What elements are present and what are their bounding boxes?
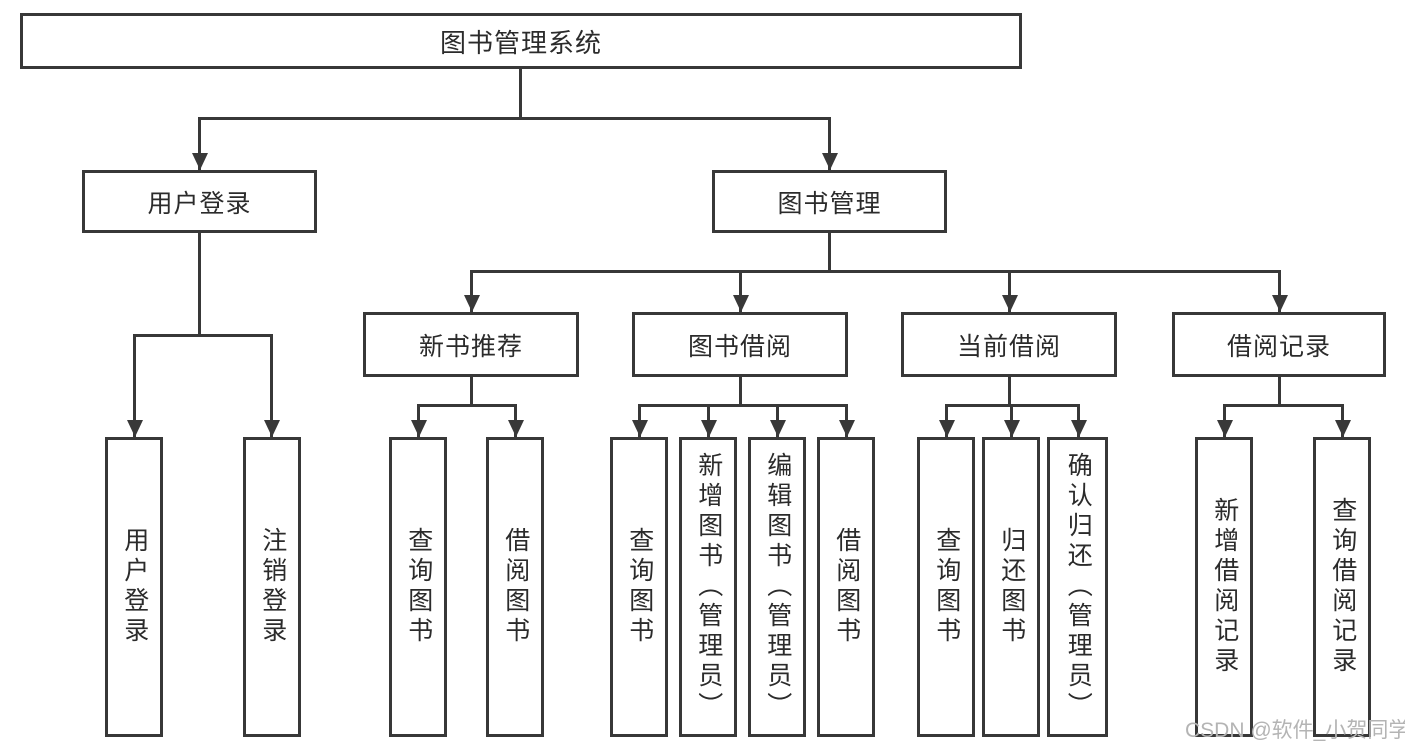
leaf-user-login: 用户登录 bbox=[105, 437, 163, 737]
connector-arrow-to-leaf-user-login bbox=[126, 334, 143, 437]
leaf-query-books-current: 查询图书 bbox=[917, 437, 975, 737]
node-new-book-recommend-label: 新书推荐 bbox=[418, 332, 523, 361]
connector-arrow-bb-leaf-4 bbox=[838, 404, 855, 437]
connector-arrow-to-new-book-recommend bbox=[463, 270, 480, 312]
leaf-query-books-borrow-label: 查询图书 bbox=[625, 527, 654, 647]
arrowhead-icon bbox=[1334, 420, 1351, 437]
arrowhead-icon bbox=[507, 420, 524, 437]
leaf-confirm-return-admin-label: 确认归还（管理员） bbox=[1064, 452, 1093, 722]
arrowhead-icon bbox=[1070, 420, 1087, 437]
leaf-query-books-borrow: 查询图书 bbox=[610, 437, 668, 737]
node-current-borrow-label: 当前借阅 bbox=[956, 332, 1061, 361]
connector-user-login-vertical bbox=[198, 233, 201, 337]
arrowhead-icon bbox=[410, 420, 427, 437]
arrowhead-icon bbox=[821, 153, 838, 170]
leaf-add-book-admin: 新增图书（管理员） bbox=[679, 437, 737, 737]
connector-book-management-bus bbox=[470, 270, 1281, 273]
connector-arrow-br-leaf-1 bbox=[1216, 404, 1233, 437]
leaf-user-login-label: 用户登录 bbox=[120, 527, 149, 647]
connector-arrow-bb-leaf-1 bbox=[631, 404, 648, 437]
node-borrow-records-label: 借阅记录 bbox=[1226, 332, 1331, 361]
leaf-logout: 注销登录 bbox=[243, 437, 301, 737]
connector-current-borrow-vertical bbox=[1008, 377, 1011, 407]
leaf-query-books-recommend-label: 查询图书 bbox=[404, 527, 433, 647]
leaf-add-borrow-record: 新增借阅记录 bbox=[1195, 437, 1253, 737]
connector-arrow-cb-leaf-1 bbox=[938, 404, 955, 437]
arrowhead-icon bbox=[1216, 420, 1233, 437]
leaf-edit-book-admin: 编辑图书（管理员） bbox=[748, 437, 806, 737]
arrowhead-icon bbox=[838, 420, 855, 437]
arrowhead-icon bbox=[263, 420, 280, 437]
leaf-confirm-return-admin: 确认归还（管理员） bbox=[1047, 437, 1108, 737]
arrowhead-icon bbox=[1003, 420, 1020, 437]
leaf-query-books-current-label: 查询图书 bbox=[932, 527, 961, 647]
connector-new-book-recommend-bus bbox=[417, 404, 517, 407]
leaf-query-borrow-record: 查询借阅记录 bbox=[1313, 437, 1371, 737]
connector-arrow-to-book-management bbox=[821, 117, 838, 170]
arrowhead-icon bbox=[700, 420, 717, 437]
arrowhead-icon bbox=[732, 295, 749, 312]
node-root-label: 图书管理系统 bbox=[439, 27, 602, 58]
connector-borrow-records-vertical bbox=[1278, 377, 1281, 407]
connector-arrow-to-borrow-records bbox=[1271, 270, 1288, 312]
leaf-query-books-recommend: 查询图书 bbox=[389, 437, 447, 737]
arrowhead-icon bbox=[1271, 295, 1288, 312]
connector-arrow-cb-leaf-2 bbox=[1003, 404, 1020, 437]
node-book-management: 图书管理 bbox=[712, 170, 947, 233]
connector-book-borrow-bus bbox=[638, 404, 848, 407]
connector-arrow-to-book-borrow bbox=[732, 270, 749, 312]
leaf-borrow-books-recommend: 借阅图书 bbox=[486, 437, 544, 737]
arrowhead-icon bbox=[126, 420, 143, 437]
arrowhead-icon bbox=[1001, 295, 1018, 312]
node-book-borrow: 图书借阅 bbox=[632, 312, 848, 377]
node-current-borrow: 当前借阅 bbox=[901, 312, 1117, 377]
leaf-query-borrow-record-label: 查询借阅记录 bbox=[1328, 497, 1357, 677]
csdn-watermark: CSDN @软件_小贺同学 bbox=[1185, 719, 1405, 742]
connector-arrow-br-leaf-2 bbox=[1334, 404, 1351, 437]
node-user-login: 用户登录 bbox=[82, 170, 317, 233]
connector-borrow-records-bus bbox=[1223, 404, 1344, 407]
node-book-borrow-label: 图书借阅 bbox=[687, 332, 792, 361]
connector-arrow-to-current-borrow bbox=[1001, 270, 1018, 312]
arrowhead-icon bbox=[938, 420, 955, 437]
connector-arrow-nbr-leaf-2 bbox=[507, 404, 524, 437]
connector-book-borrow-vertical bbox=[739, 377, 742, 407]
leaf-borrow-books-recommend-label: 借阅图书 bbox=[501, 527, 530, 647]
leaf-add-borrow-record-label: 新增借阅记录 bbox=[1210, 497, 1239, 677]
leaf-borrow-books-borrow: 借阅图书 bbox=[817, 437, 875, 737]
connector-arrow-nbr-leaf-1 bbox=[410, 404, 427, 437]
leaf-return-book-label: 归还图书 bbox=[997, 527, 1026, 647]
connector-arrow-to-leaf-logout bbox=[263, 334, 280, 437]
connector-arrow-bb-leaf-3 bbox=[769, 404, 786, 437]
connector-new-book-recommend-vertical bbox=[470, 377, 473, 407]
node-user-login-label: 用户登录 bbox=[147, 189, 252, 218]
connector-user-login-bus bbox=[133, 334, 273, 337]
node-borrow-records: 借阅记录 bbox=[1172, 312, 1386, 377]
connector-root-vertical bbox=[519, 69, 522, 120]
node-new-book-recommend: 新书推荐 bbox=[363, 312, 579, 377]
leaf-add-book-admin-label: 新增图书（管理员） bbox=[694, 452, 723, 722]
connector-arrow-cb-leaf-3 bbox=[1070, 404, 1087, 437]
connector-book-management-vertical bbox=[828, 233, 831, 273]
connector-arrow-to-user-login bbox=[191, 117, 208, 170]
connector-root-bus bbox=[198, 117, 831, 120]
leaf-logout-label: 注销登录 bbox=[258, 527, 287, 647]
leaf-edit-book-admin-label: 编辑图书（管理员） bbox=[763, 452, 792, 722]
arrowhead-icon bbox=[631, 420, 648, 437]
arrowhead-icon bbox=[191, 153, 208, 170]
node-book-management-label: 图书管理 bbox=[777, 189, 882, 218]
connector-arrow-bb-leaf-2 bbox=[700, 404, 717, 437]
node-root: 图书管理系统 bbox=[20, 13, 1022, 69]
arrowhead-icon bbox=[769, 420, 786, 437]
arrowhead-icon bbox=[463, 295, 480, 312]
leaf-return-book: 归还图书 bbox=[982, 437, 1040, 737]
leaf-borrow-books-borrow-label: 借阅图书 bbox=[832, 527, 861, 647]
